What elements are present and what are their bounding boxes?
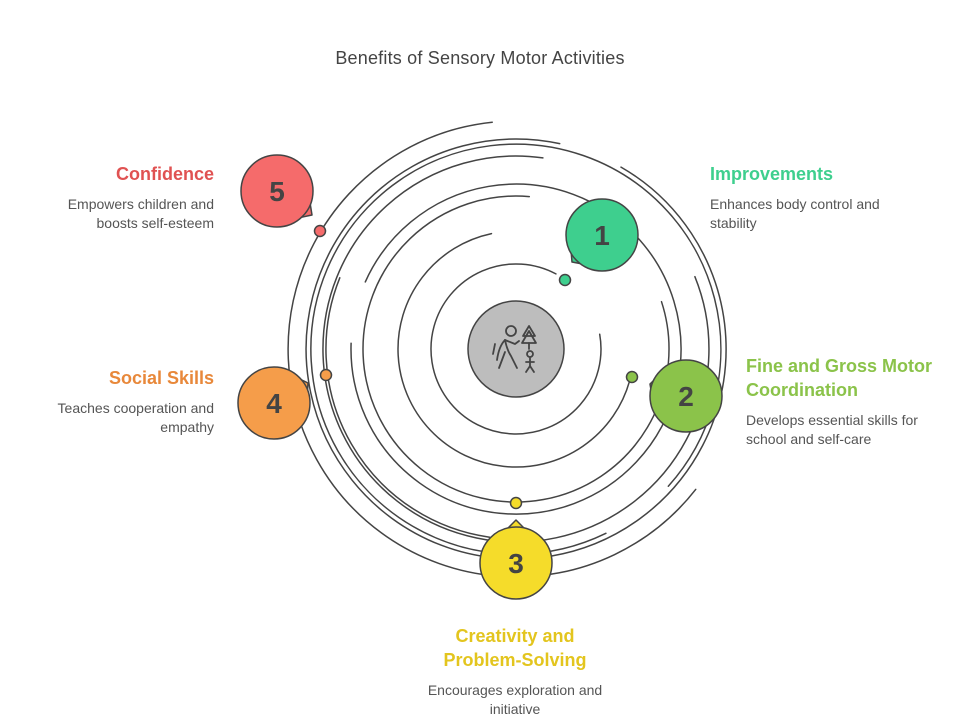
bubble-fill-4	[239, 368, 309, 438]
item-4-block: Social Skills Teaches cooperation and em…	[20, 366, 214, 437]
bubble-number-2: 2	[678, 381, 694, 412]
step-bubble-2: 2	[625, 359, 723, 433]
step-bubble-5: 5	[240, 154, 327, 238]
item-3-heading: Creativity and Problem-Solving	[443, 626, 587, 670]
orbit-marker-5	[313, 224, 327, 238]
item-1-description: Enhances body control and stability	[710, 196, 880, 231]
step-bubble-3: 3	[479, 496, 553, 600]
orbit-ring-6	[287, 121, 697, 578]
center-node	[467, 300, 565, 398]
orbit-ring-1	[430, 263, 602, 435]
item-2-block: Fine and Gross Motor Coordination Develo…	[746, 354, 946, 449]
item-3-description: Encourages exploration and initiative	[427, 682, 603, 717]
orbit-marker-2	[625, 370, 639, 384]
bubble-number-1: 1	[594, 220, 610, 251]
diagram-title: Benefits of Sensory Motor Activities	[335, 48, 625, 68]
orbit-segment-top-right	[305, 138, 727, 560]
item-1-block: Improvements Enhances body control and s…	[710, 162, 940, 233]
orbit-marker-3	[509, 496, 523, 510]
orbit-ring-2	[397, 232, 631, 468]
item-5-description: Empowers children and boosts self-esteem	[67, 196, 214, 231]
item-5-block: Confidence Empowers children and boosts …	[20, 162, 214, 233]
step-bubbles: 1 2 3 4 5	[237, 154, 723, 600]
bubble-fill-5	[242, 156, 312, 226]
item-2-heading: Fine and Gross Motor Coordination	[746, 356, 933, 400]
bubble-number-5: 5	[269, 176, 285, 207]
orbit-ring-3	[362, 195, 670, 503]
step-bubble-4: 4	[237, 366, 333, 440]
item-1-heading: Improvements	[710, 164, 834, 184]
orbit-marker-4	[319, 368, 333, 382]
bubble-fill-1	[567, 200, 637, 270]
item-5-heading: Confidence	[115, 164, 214, 184]
item-4-heading: Social Skills	[108, 368, 214, 388]
hiking-family-icon	[492, 325, 537, 373]
bubble-fill-2	[651, 361, 721, 431]
item-3-block: Creativity and Problem-Solving Encourage…	[400, 624, 630, 719]
orbit-ring-4	[325, 277, 491, 538]
item-2-description: Develops essential skills for school and…	[746, 412, 918, 447]
orbit-segment-bottom-right	[310, 143, 722, 555]
step-bubble-1: 1	[558, 198, 639, 287]
orbit-arcs	[287, 121, 727, 578]
bubble-fill-3	[481, 528, 551, 598]
item-4-description: Teaches cooperation and empathy	[57, 400, 214, 435]
orbit-ring-5	[322, 155, 710, 543]
bubble-number-4: 4	[266, 388, 282, 419]
bubble-number-3: 3	[508, 548, 524, 579]
orbit-marker-1	[558, 273, 572, 287]
